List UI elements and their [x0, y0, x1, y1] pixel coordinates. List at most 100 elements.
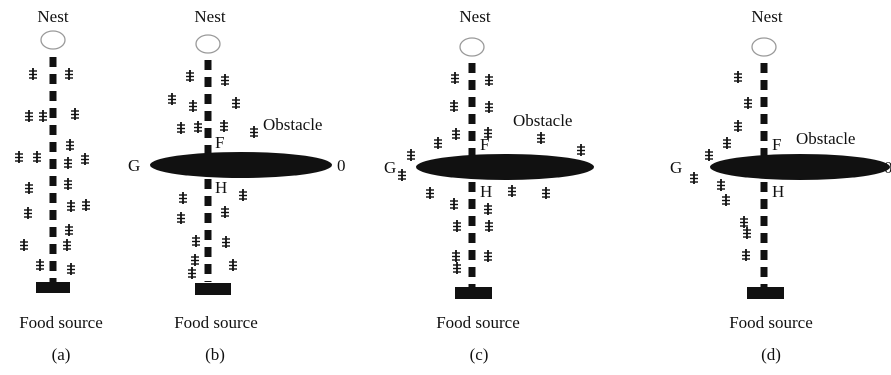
ant-icon	[15, 151, 23, 163]
ant-icon	[177, 122, 185, 134]
obstacle-shape	[150, 152, 332, 178]
ant-icon	[64, 157, 72, 169]
ant-icon	[452, 250, 460, 262]
ant-icon	[64, 178, 72, 190]
ant-icon	[542, 187, 550, 199]
ant-icon	[484, 127, 492, 139]
ant-icon	[453, 262, 461, 274]
nest-icon	[751, 37, 777, 57]
nest-label: Nest	[194, 7, 225, 26]
ant-icon	[744, 97, 752, 109]
ant-icon	[734, 71, 742, 83]
ant-icon	[717, 179, 725, 191]
nest-icon	[195, 34, 221, 54]
ant-icon	[577, 144, 585, 156]
point-g-label: G	[128, 156, 140, 175]
obstacle-shape	[710, 154, 890, 180]
ant-icon	[450, 198, 458, 210]
ant-icon	[250, 126, 258, 138]
point-g-label: G	[670, 158, 682, 177]
ant-icon	[71, 108, 79, 120]
ant-icon	[221, 74, 229, 86]
ant-icon	[740, 216, 748, 228]
ant-icon	[81, 153, 89, 165]
nest-label: Nest	[459, 7, 490, 26]
ant-icon	[722, 194, 730, 206]
point-f-label: F	[480, 135, 489, 154]
ant-icon	[33, 151, 41, 163]
panel-c: Nest G F H Obstacle Food source (c)	[384, 7, 594, 364]
ant-icon	[690, 172, 698, 184]
ant-icon	[453, 220, 461, 232]
ant-icon	[191, 254, 199, 266]
food-source-label: Food source	[174, 313, 258, 332]
ant-icon	[179, 192, 187, 204]
ant-icon	[189, 100, 197, 112]
ant-icon	[239, 189, 247, 201]
ant-icon	[452, 128, 460, 140]
ant-icon	[450, 100, 458, 112]
ant-icon	[485, 220, 493, 232]
food-source-block	[747, 287, 784, 299]
ant-icon	[508, 185, 516, 197]
point-f-label: F	[215, 133, 224, 152]
ant-icon	[67, 263, 75, 275]
ant-icon	[39, 110, 47, 122]
ant-group	[168, 70, 258, 279]
ant-icon	[177, 212, 185, 224]
panel-caption: (b)	[205, 345, 225, 364]
ant-icon	[485, 101, 493, 113]
point-h-label: H	[215, 178, 227, 197]
ant-icon	[743, 227, 751, 239]
ant-icon	[222, 236, 230, 248]
panel-caption: (a)	[52, 345, 71, 364]
ant-icon	[194, 121, 202, 133]
ant-icon	[24, 207, 32, 219]
ant-icon	[29, 68, 37, 80]
ant-icon	[65, 224, 73, 236]
ant-group	[15, 68, 90, 275]
point-zero-label: 0	[884, 158, 891, 177]
ant-icon	[20, 239, 28, 251]
food-source-block	[36, 282, 70, 293]
ant-icon	[192, 235, 200, 247]
point-zero-label: 0	[337, 156, 346, 175]
point-f-label: F	[772, 135, 781, 154]
ant-icon	[485, 74, 493, 86]
ant-icon	[426, 187, 434, 199]
ant-icon	[742, 249, 750, 261]
panel-a: Nest Food source (a)	[15, 7, 103, 364]
food-source-label: Food source	[436, 313, 520, 332]
point-h-label: H	[480, 182, 492, 201]
ant-icon	[705, 149, 713, 161]
obstacle-label: Obstacle	[263, 115, 322, 134]
obstacle-shape	[416, 154, 594, 180]
food-source-block	[195, 283, 231, 295]
ant-icon	[723, 137, 731, 149]
panel-b: Nest G 0 F H Obstacle Food source (b)	[128, 7, 346, 364]
ant-icon	[65, 68, 73, 80]
ant-icon	[63, 239, 71, 251]
obstacle-label: Obstacle	[796, 129, 855, 148]
ant-icon	[407, 149, 415, 161]
ant-icon	[25, 110, 33, 122]
food-source-label: Food source	[729, 313, 813, 332]
nest-label: Nest	[37, 7, 68, 26]
ant-icon	[229, 259, 237, 271]
ant-icon	[36, 259, 44, 271]
point-g-label: G	[384, 158, 396, 177]
ant-icon	[484, 203, 492, 215]
nest-icon	[459, 37, 485, 57]
ant-icon	[188, 267, 196, 279]
ant-icon	[484, 250, 492, 262]
ant-icon	[221, 206, 229, 218]
ant-icon	[220, 120, 228, 132]
ant-icon	[168, 93, 176, 105]
ant-group	[398, 72, 585, 274]
ant-icon	[451, 72, 459, 84]
food-source-block	[455, 287, 492, 299]
ant-icon	[67, 200, 75, 212]
ant-icon	[537, 132, 545, 144]
